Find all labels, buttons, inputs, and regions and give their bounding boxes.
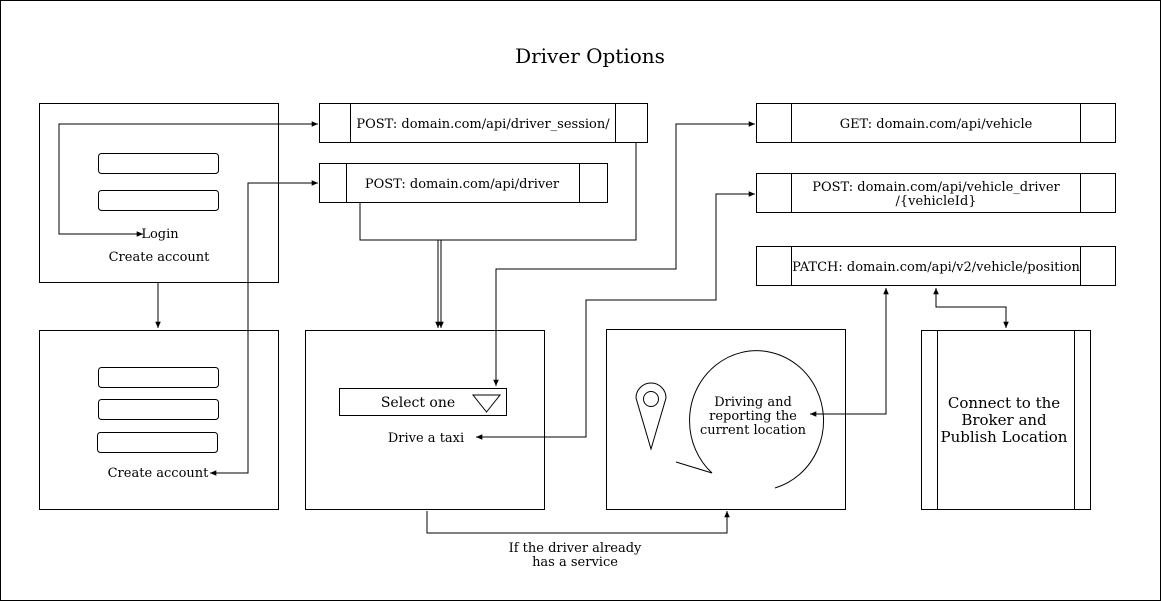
diagram-title: Driver Options — [515, 44, 665, 68]
vehicle-select-label: Select one — [381, 395, 455, 411]
edge-label-2: has a service — [532, 555, 618, 570]
endpoint-vehicle-driver-label-2: /{vehicleId} — [895, 194, 976, 209]
broker-box-frame — [921, 330, 1091, 510]
endpoint-vehicle-position: PATCH: domain.com/api/v2/vehicle/positio… — [756, 246, 1116, 286]
driving-status-text-3: current location — [700, 423, 807, 438]
driving-screen: Driving and reporting the current locati… — [606, 329, 846, 510]
endpoint-vehicle-position-box — [756, 246, 1116, 286]
drive-taxi-button[interactable]: Drive a taxi — [388, 431, 464, 446]
login-username-field[interactable] — [98, 153, 219, 174]
create-account-link[interactable]: Create account — [109, 250, 211, 265]
create-account-screen: Create account — [39, 330, 279, 510]
taxi-screen-frame — [305, 330, 545, 510]
connector-taxi-to-driving — [426, 510, 730, 534]
login-link[interactable]: Login — [141, 227, 179, 242]
connector-position-to-broker — [933, 288, 1009, 328]
driving-status-text-1: Driving and — [714, 395, 792, 410]
endpoint-vehicle-driver: POST: domain.com/api/vehicle_driver /{ve… — [756, 173, 1116, 213]
endpoint-driver: POST: domain.com/api/driver — [319, 163, 608, 203]
endpoint-vehicle: GET: domain.com/api/vehicle — [756, 103, 1116, 143]
create-account-field-1[interactable] — [98, 367, 219, 388]
broker-box: Connect to the Broker and Publish Locati… — [921, 330, 1091, 510]
endpoint-vehicle-position-label: PATCH: domain.com/api/v2/vehicle/positio… — [792, 260, 1080, 275]
driving-status-text-2: reporting the — [709, 409, 797, 424]
connector-login-to-session — [58, 121, 318, 237]
endpoint-driver-label: POST: domain.com/api/driver — [365, 177, 560, 192]
create-account-field-3[interactable] — [97, 432, 218, 453]
endpoint-driver-session-label: POST: domain.com/api/driver_session/ — [356, 117, 610, 132]
endpoint-vehicle-driver-box — [756, 173, 1116, 213]
endpoint-driver-session: POST: domain.com/api/driver_session/ — [319, 103, 648, 143]
broker-text-1: Connect to the — [948, 394, 1060, 412]
broker-text-3: Publish Location — [941, 428, 1068, 446]
create-account-field-2[interactable] — [98, 399, 219, 420]
create-account-button[interactable]: Create account — [108, 466, 210, 481]
edge-label-1: If the driver already — [509, 541, 642, 556]
broker-text-2: Broker and — [961, 411, 1047, 429]
endpoint-vehicle-label: GET: domain.com/api/vehicle — [840, 117, 1033, 132]
connector-driver-to-taxi — [359, 202, 444, 328]
connector-drive-to-vehicle-driver — [476, 191, 755, 440]
endpoint-vehicle-driver-label: POST: domain.com/api/vehicle_driver — [812, 180, 1060, 195]
taxi-screen: Select one Drive a taxi — [305, 330, 545, 510]
endpoint-vehicle-box — [756, 103, 1116, 143]
login-screen: Login Create account — [39, 103, 279, 283]
login-password-field[interactable] — [98, 190, 219, 211]
connector-create-account-to-driver — [210, 180, 318, 476]
connector-driving-to-position — [810, 288, 889, 417]
